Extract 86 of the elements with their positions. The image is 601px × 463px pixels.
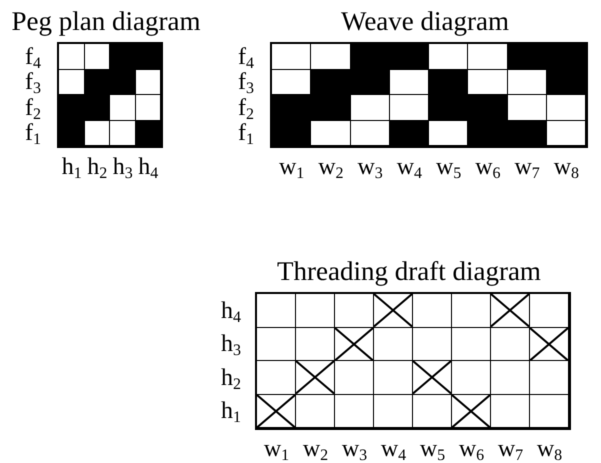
filled-grid-cell [272,120,312,146]
crossed-grid-cell [257,394,296,428]
filled-grid-cell [59,120,84,146]
grid-cell [110,95,136,120]
grid-cell [84,120,110,146]
grid-cell [491,328,530,361]
axis-label: h$_{2}$ [221,364,241,391]
grid-cell [452,294,491,328]
grid-cell [491,361,530,394]
axis-label: w$_{8}$ [554,154,580,180]
filled-grid-cell [508,120,547,146]
axis-label: w$_{4}$ [380,436,406,462]
axis-label: w$_{8}$ [536,436,562,462]
axis-label: w$_{7}$ [498,436,524,462]
axis-label: w$_{1}$ [278,154,304,180]
axis-label: h$_{4}$ [221,298,241,324]
axis-label: w$_{6}$ [475,154,501,180]
grid-cell [257,361,296,394]
grid-cell [136,70,161,95]
grid-cell [350,95,390,120]
axis-label: f$_{1}$ [238,120,254,146]
crossed-grid-cell [491,294,530,328]
axis-label: h$_{3}$ [112,154,133,180]
grid-cell [272,44,312,70]
axis-label: w$_{5}$ [436,154,462,180]
grid-cell [335,294,374,328]
grid-heading: Weave diagram [341,6,509,36]
filled-grid-cell [429,70,468,95]
grid-cell [452,328,491,361]
axis-label: f$_{3}$ [25,69,41,96]
filled-grid-cell [390,44,429,70]
axis-label: w$_{1}$ [264,436,290,462]
crossed-grid-cell [296,361,335,394]
grid-cell [530,294,569,328]
crossed-grid-cell [374,294,413,328]
grid-cell [296,394,335,428]
axis-label: f$_{2}$ [25,94,41,121]
grid-cell [530,394,569,428]
crossed-grid-cell [335,328,374,361]
axis-label: f$_{4}$ [238,44,254,70]
grid-cell [374,361,413,394]
axis-label: h$_{3}$ [221,331,241,358]
filled-grid-cell [508,44,547,70]
axis-label: f$_{2}$ [238,94,254,121]
filled-grid-cell [546,70,586,95]
axis-label: w$_{2}$ [302,436,328,462]
grid-cell [257,328,296,361]
axis-label: f$_{4}$ [25,44,41,70]
grid-cell [413,328,452,361]
axis-label: w$_{2}$ [318,154,344,180]
grid-cell [530,361,569,394]
grid-cell [335,394,374,428]
grid-cell [546,95,586,120]
grid-cell [296,294,335,328]
axis-label: w$_{6}$ [458,436,484,462]
grid-cell [491,394,530,428]
grid-cell [374,394,413,428]
axis-label: h$_{1}$ [221,398,241,424]
grid-cell [59,44,84,70]
axis-label: w$_{3}$ [342,436,368,462]
grid-cell [546,120,586,146]
filled-grid-cell [136,44,161,70]
axis-label: h$_{2}$ [87,154,108,180]
axis-label: h$_{4}$ [138,154,158,180]
grid-cell [335,361,374,394]
grid-heading: Peg plan diagram [12,6,200,36]
axis-label: w$_{3}$ [357,154,383,180]
grid-cell [413,294,452,328]
grid-heading: Threading draft diagram [277,256,541,286]
crossed-grid-cell [452,394,491,428]
axis-label: f$_{3}$ [238,69,254,96]
axis-label: f$_{1}$ [25,120,41,146]
filled-grid-cell [136,120,161,146]
axis-label: w$_{4}$ [396,154,422,180]
grid-cell [452,361,491,394]
grid-cell [374,328,413,361]
filled-grid-cell [390,120,429,146]
crossed-grid-cell [530,328,569,361]
axis-label: w$_{7}$ [514,154,540,180]
grid-cell [296,328,335,361]
axis-label: h$_{1}$ [62,154,82,180]
grid-cell [311,120,350,146]
crossed-grid-cell [413,361,452,394]
grid-cell [257,294,296,328]
axis-label: w$_{5}$ [420,436,446,462]
grid-cell [413,394,452,428]
